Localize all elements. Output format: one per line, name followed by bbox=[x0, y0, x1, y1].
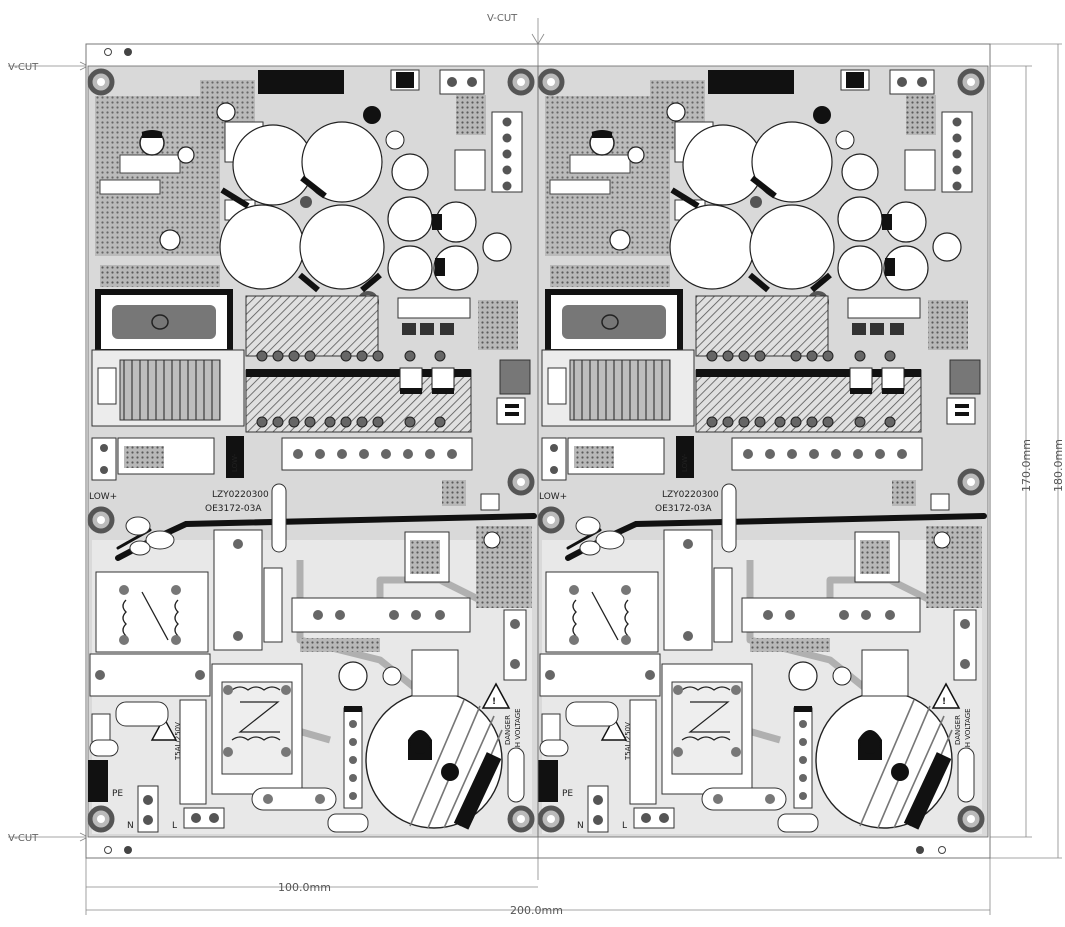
connector-black-top bbox=[258, 70, 344, 94]
common-mode-choke bbox=[95, 571, 209, 653]
pe-label: PE bbox=[112, 789, 123, 799]
power-module bbox=[245, 295, 379, 357]
model-label: OE3172-03A bbox=[205, 504, 262, 514]
dim-label-100mm: 100.0mm bbox=[278, 881, 331, 894]
vcut-label-top: V-CUT bbox=[487, 13, 518, 24]
pcb-board-left: LOW+ LOW- LZY0220300 OE3172-03A bbox=[87, 65, 539, 838]
dim-label-170mm: 170.0mm bbox=[1020, 439, 1033, 492]
part-number-label: LZY0220300 bbox=[212, 490, 269, 500]
pcb-board-right bbox=[538, 66, 988, 837]
dim-label-180mm: 180.0mm bbox=[1052, 439, 1065, 492]
pe-terminal bbox=[88, 760, 108, 802]
low-plus-label: LOW+ bbox=[89, 492, 117, 502]
high-voltage-label: HIGH VOLTAGE bbox=[514, 708, 522, 760]
low-minus-label: LOW- bbox=[231, 453, 239, 472]
smd-control-area bbox=[95, 96, 220, 256]
vcut-label-left-bottom: V-CUT bbox=[8, 833, 39, 844]
neutral-label: N bbox=[127, 821, 134, 831]
svg-text:!: ! bbox=[492, 697, 496, 707]
panel-tooling-holes bbox=[104, 48, 946, 854]
fuse-rating-label: T5AL/250V bbox=[174, 722, 182, 761]
danger-label: DANGER bbox=[504, 715, 512, 745]
dim-label-200mm: 200.0mm bbox=[510, 904, 563, 917]
bulk-capacitors bbox=[219, 121, 385, 290]
hv-capacitor bbox=[365, 691, 503, 830]
line-label: L bbox=[172, 821, 177, 831]
vcut-label-left-top: V-CUT bbox=[8, 62, 39, 73]
